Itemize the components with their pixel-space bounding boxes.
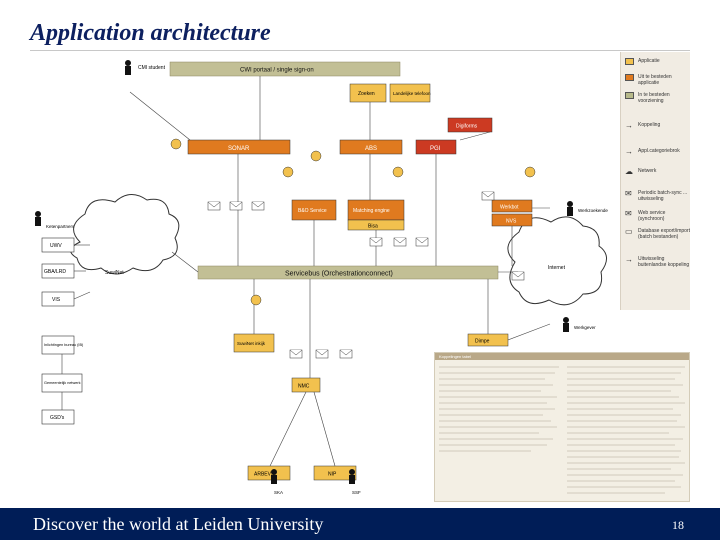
legend-label: Appl.categoriebrok	[638, 148, 680, 154]
table-rows	[439, 366, 685, 494]
partner-ib-box	[41, 335, 75, 355]
legend-label: Uitwisseling buitenlandse koppeling	[638, 256, 690, 268]
servicebus-label: Servicebus (Orchestrationconnect)	[285, 271, 393, 278]
legend-label: Periodic batch-sync ... uitwisseling	[638, 190, 688, 202]
portal-label: CWI portaal / single sign-on	[240, 68, 314, 74]
arrow-icon: →	[625, 255, 633, 264]
legend-label: Database export/import (batch bestanden)	[638, 228, 690, 240]
sonar-label: SONAR	[228, 146, 250, 152]
page-number: 18	[672, 518, 684, 532]
network-icon: ☁	[625, 167, 633, 176]
footer-text: Discover the world at Leiden University	[33, 514, 324, 534]
nip-label: NIP	[328, 472, 337, 478]
footer-bar: Discover the world at Leiden University …	[0, 508, 720, 540]
actor-ska-figure	[271, 469, 277, 484]
actor-ssf-figure	[349, 469, 355, 484]
actor-cmi-figure	[125, 60, 131, 75]
pgi-label: PGI	[430, 146, 441, 152]
actor-ssf-label: SSF	[352, 490, 361, 495]
actor-werkzoekende-label: Werkzoekende	[578, 208, 608, 213]
table-header: Koppelingen tabel	[435, 353, 689, 360]
zoeken-block	[349, 83, 387, 103]
arbevs-block	[247, 465, 291, 481]
envelope-icon: ✉	[625, 209, 632, 218]
architecture-diagram: Servicebus (Orchestrationconnect) CWI po…	[30, 52, 690, 504]
werkbot-block	[491, 199, 533, 213]
arrow-icon: →	[625, 147, 633, 156]
digiforms-block	[447, 117, 493, 133]
partner-ib-label: Inlichtingen bureau (IB)	[44, 343, 84, 347]
title-divider	[30, 50, 690, 51]
diagram-canvas: Servicebus (Orchestrationconnect) CWI po…	[35, 60, 608, 495]
legend-swatch	[625, 92, 634, 99]
partner-vis-label: VIS	[52, 297, 61, 303]
werkbot-label: Werkbot	[500, 205, 519, 211]
partner-gemeente-label: Gemeentelijk netwerk	[44, 381, 81, 385]
slide-title: Application architecture	[30, 20, 271, 46]
actor-werkgever-label: Werkgever	[574, 325, 596, 330]
servicebus-bar	[197, 265, 499, 280]
partner-gsd-label: GSD's	[50, 415, 65, 421]
suwinet-cloud	[70, 194, 180, 275]
sonar-block	[187, 139, 291, 155]
bo-service-label: B&O Service	[298, 208, 327, 214]
landelijke-telefoon-label: Landelijke telefoon	[393, 91, 431, 96]
connection-number-markers	[170, 138, 536, 306]
matching-label: Matching engine	[353, 208, 390, 214]
database-icon: ▭	[625, 227, 633, 236]
koppelingen-table: Koppelingen tabel	[434, 352, 690, 502]
legend-label: In te besteden voorziening	[638, 92, 670, 104]
partner-uwv-label: UWV	[50, 243, 62, 249]
legend-swatch	[625, 58, 634, 65]
actor-ketenpartners-figure	[35, 211, 41, 226]
suwinet-label: SuwiNet	[105, 270, 124, 276]
connector-lines	[61, 76, 551, 467]
bisa-label: Bisa	[368, 224, 378, 230]
internet-label: Internet	[548, 265, 566, 271]
internet-cloud	[507, 216, 607, 306]
legend-label: Applicatie	[638, 58, 660, 64]
portal-bar	[169, 61, 401, 77]
legend-label: Koppeling	[638, 122, 661, 128]
legend-label: Netwerk	[638, 168, 657, 174]
arrow-icon: →	[625, 121, 633, 130]
partner-gba-label: GBA/LRD	[44, 269, 66, 275]
abs-label: ABS	[365, 146, 377, 152]
actor-werkzoekende-figure	[567, 201, 573, 216]
digiforms-label: Digiforms	[456, 124, 478, 130]
legend-label: Uit te besteden applicatie	[638, 74, 672, 86]
landelijke-telefoon-block	[389, 83, 431, 103]
abs-block	[339, 139, 403, 155]
actor-werkgever-figure	[563, 317, 569, 332]
suwinet-inkijk-label: SuwiNet inkijk	[237, 341, 266, 346]
actor-ketenpartners-label: Ketenpartners	[46, 224, 75, 229]
envelope-icons	[207, 191, 525, 359]
zoeken-label: Zoeken	[358, 91, 375, 97]
actor-ska-label: SKA	[274, 490, 283, 495]
dimpe-label: Dimpe	[475, 339, 490, 345]
legend-label: Web service (synchroon)	[638, 210, 666, 222]
nvs-label: NVS	[506, 219, 517, 225]
ebs-label: NMC	[298, 384, 310, 390]
partner-gsd-box	[41, 409, 75, 425]
legend-swatch	[625, 74, 634, 81]
arbevs-label: ARBEVS	[254, 472, 275, 478]
actor-cmi-label: CMI student	[138, 65, 166, 71]
table-heading: Koppelingen tabel	[439, 354, 472, 359]
envelope-icon: ✉	[625, 189, 632, 198]
